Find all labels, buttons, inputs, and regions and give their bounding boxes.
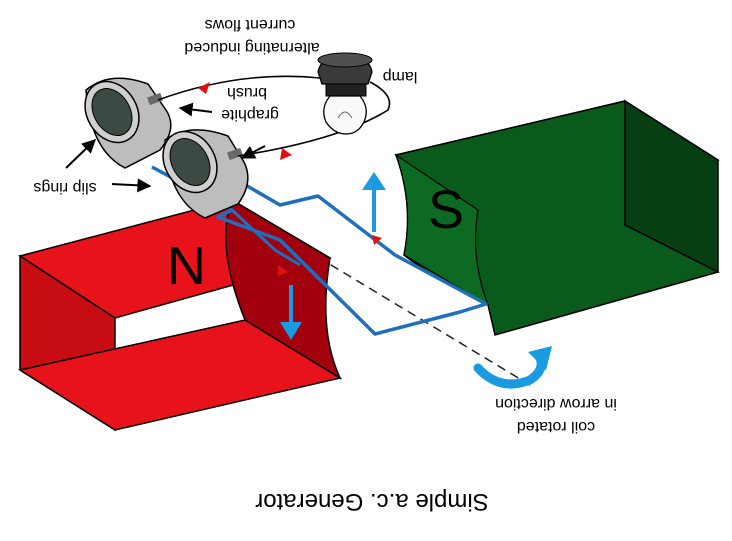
coil-label-line1: in arrow direction [495, 395, 617, 412]
slip-rings [74, 72, 247, 218]
current-arrow [198, 82, 210, 94]
slip-rings-label: slip rings [33, 179, 96, 196]
lamp-label: lamp [383, 68, 418, 85]
graphite-label: graphite [221, 106, 279, 123]
current-label-line1: current flows [205, 16, 296, 33]
lamp-icon [318, 53, 372, 134]
slip-ring-pointer [112, 184, 150, 186]
south-magnet: S [396, 101, 718, 335]
brush-pointer [180, 108, 212, 112]
north-pole-label: N [167, 235, 206, 295]
current-arrow [280, 148, 292, 160]
diagram-title: Simple a.c. Generator [255, 488, 488, 515]
slip-ring-back [74, 72, 170, 168]
rotation-arrow-icon [478, 346, 552, 384]
coil-label-line2: coil rotated [517, 418, 595, 435]
force-arrow-icon [362, 172, 386, 232]
south-pole-label: S [428, 180, 464, 240]
slip-ring-pointer [66, 140, 95, 168]
brush-label: brush [227, 84, 267, 101]
current-label-line2: alternating induced [184, 39, 319, 56]
